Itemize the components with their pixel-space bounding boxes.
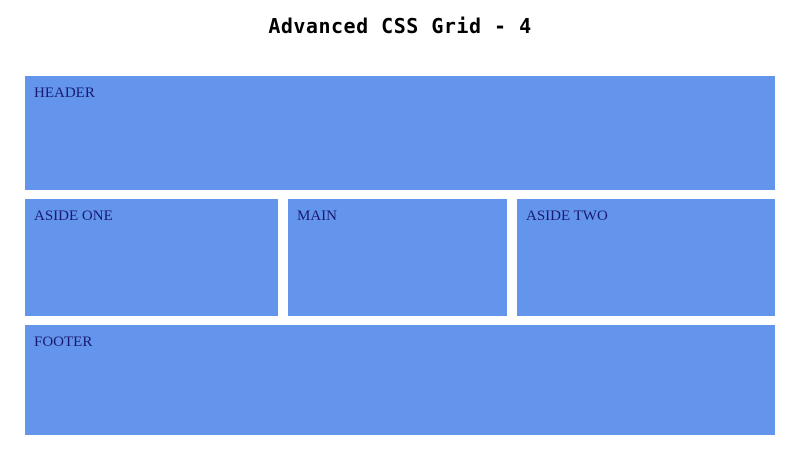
aside-one-panel-label: ASIDE ONE xyxy=(34,208,113,224)
header-panel-label: HEADER xyxy=(34,85,95,101)
aside-one-panel: ASIDE ONE xyxy=(25,199,278,316)
main-panel: MAIN xyxy=(288,199,507,316)
css-grid-container: HEADER ASIDE ONE MAIN ASIDE TWO FOOTER xyxy=(25,76,775,435)
aside-two-panel: ASIDE TWO xyxy=(517,199,775,316)
header-panel: HEADER xyxy=(25,76,775,190)
main-panel-label: MAIN xyxy=(297,208,337,224)
footer-panel-label: FOOTER xyxy=(34,334,93,350)
page-title: Advanced CSS Grid - 4 xyxy=(268,14,532,38)
footer-panel: FOOTER xyxy=(25,325,775,435)
aside-two-panel-label: ASIDE TWO xyxy=(526,208,608,224)
